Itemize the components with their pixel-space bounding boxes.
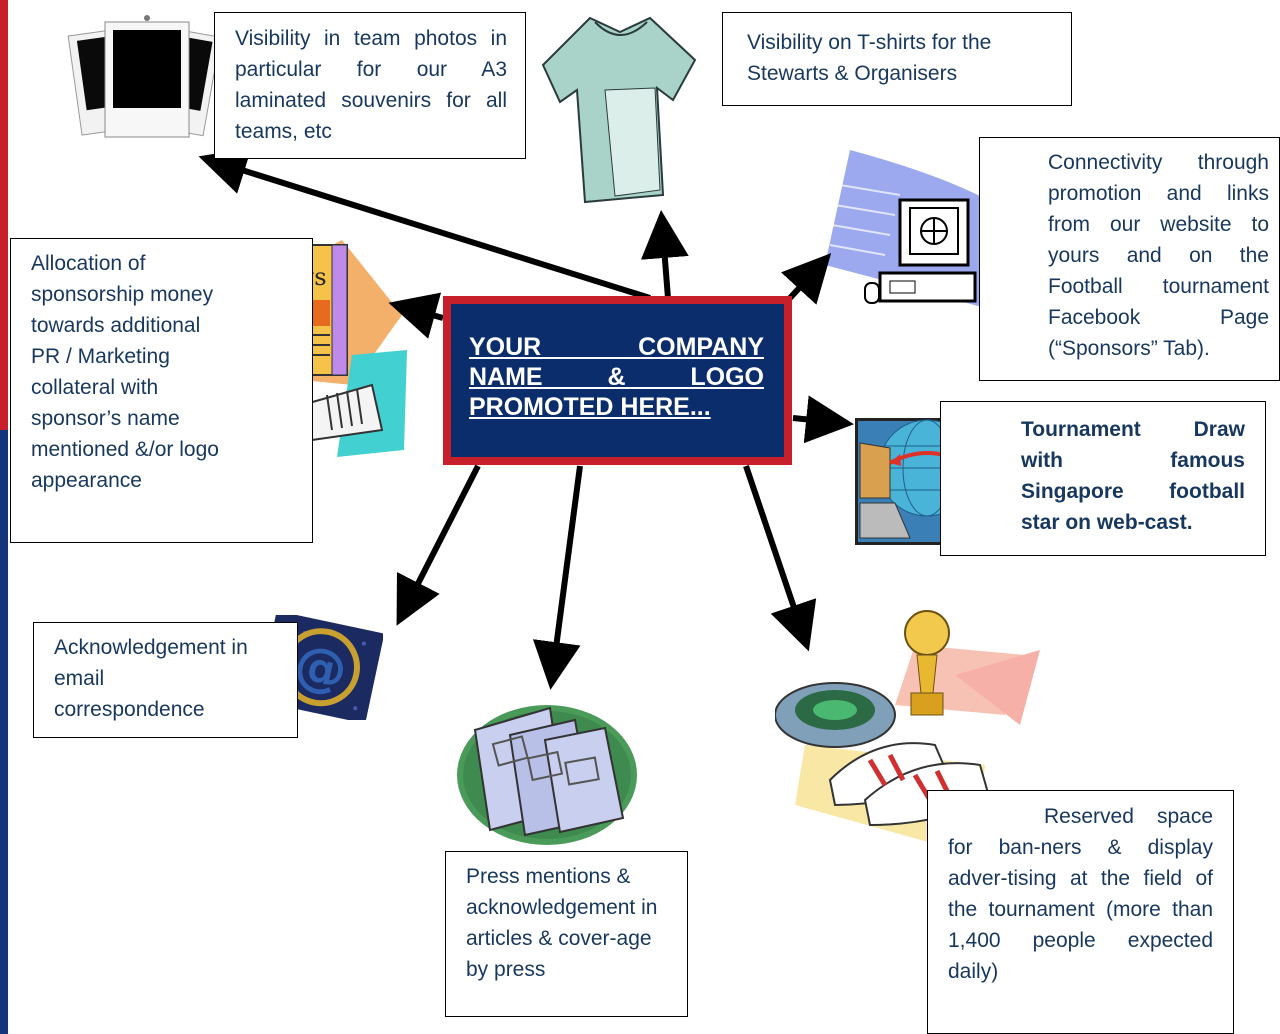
benefit-team-photos: Visibility in team photos in particular … (214, 12, 526, 159)
center-line-1: YOUR COMPANY (469, 333, 764, 361)
arrow-to-team-photos (198, 147, 651, 301)
benefit-reserved-space: Reserved space for ban-ners & display ad… (927, 790, 1234, 1034)
benefit-email: Acknowledgement in email correspondence (33, 622, 298, 738)
arrow-to-email (396, 464, 481, 626)
benefit-allocation: Allocation of sponsorship money towards … (10, 238, 313, 543)
tshirt-icon (541, 16, 697, 204)
center-line-3: PROMOTED HERE... (469, 393, 711, 421)
computer-icon (825, 150, 1025, 315)
arrow-to-allocation (388, 292, 444, 339)
benefit-tournament-draw-text: Tournament Draw with famous Singapore fo… (1021, 418, 1245, 534)
benefit-connectivity: Connectivity through promotion and links… (979, 137, 1280, 381)
benefit-allocation-text: Allocation of sponsorship money towards … (31, 252, 219, 492)
center-line-2: NAME & LOGO (469, 363, 764, 391)
benefit-email-text: Acknowledgement in email correspondence (54, 636, 248, 721)
benefit-tshirts-text: Visibility on T-shirts for the Stewarts … (747, 31, 992, 85)
benefit-reserved-space-text: Reserved space for ban-ners & display ad… (948, 805, 1213, 983)
left-edge-red-band (0, 0, 8, 430)
benefit-tshirts: Visibility on T-shirts for the Stewarts … (722, 12, 1072, 106)
arrow-to-press (532, 465, 583, 690)
arrow-to-connectivity (780, 253, 832, 305)
benefit-connectivity-text: Connectivity through promotion and links… (1048, 151, 1269, 360)
benefit-press-text: Press mentions & acknowledgement in arti… (466, 865, 658, 981)
benefit-tournament-draw: Tournament Draw with famous Singapore fo… (940, 401, 1266, 556)
stadium-trophy-boots-icon (775, 610, 1040, 855)
newspapers-icon (457, 705, 637, 845)
photo-frames-icon (67, 15, 220, 138)
benefit-press: Press mentions & acknowledgement in arti… (445, 851, 688, 1017)
arrow-to-draw (792, 395, 854, 444)
benefit-team-photos-text: Visibility in team photos in particular … (235, 27, 507, 143)
company-logo-box: YOUR COMPANY NAME & LOGO PROMOTED HERE..… (443, 296, 792, 465)
company-logo-inner: YOUR COMPANY NAME & LOGO PROMOTED HERE..… (451, 304, 784, 457)
left-edge-blue-band (0, 430, 8, 1034)
arrow-to-tshirts (640, 210, 689, 299)
arrow-to-reserved (743, 465, 817, 652)
at-symbol-text: @ (289, 633, 352, 703)
